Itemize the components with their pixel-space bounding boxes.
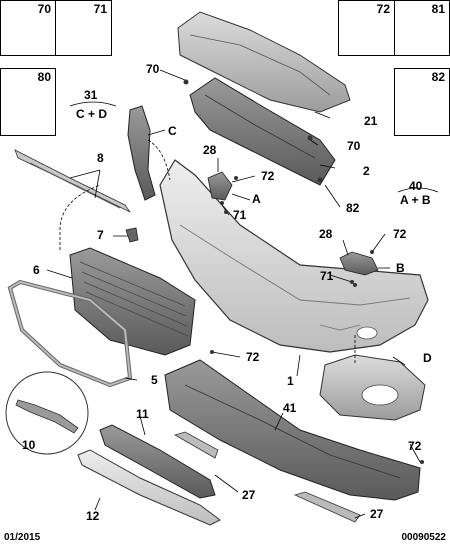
callout-72d: 72 [408,439,422,453]
lower-grille-part-11 [99,424,216,499]
footer-date: 01/2015 [4,532,41,543]
callout-71b: 71 [320,269,334,283]
callout-70: 70 [146,62,160,76]
callout-7: 7 [97,228,104,242]
callout-8: 8 [97,151,104,165]
callout-71: 71 [233,208,247,222]
part-number-70: 70 [37,2,51,16]
part-number-81: 81 [431,2,445,16]
callout-5: 5 [151,373,158,387]
callout-b: B [396,261,405,275]
callout-82: 82 [346,201,360,215]
callout-11: 11 [136,407,149,421]
callout-2: 2 [363,164,370,178]
part-box-82: 82 [394,68,450,136]
footer-reference: 00090522 [401,532,447,543]
chrome-strips-part-8 [14,149,131,213]
callout-21: 21 [364,114,378,128]
upper-cover-part-21 [177,11,351,113]
callout-40-sub: A + B [400,193,431,207]
clip-part-7 [125,227,139,243]
callout-72c: 72 [246,350,260,364]
bumper-shell-part-1 [159,159,429,353]
callout-31-sub: C + D [76,107,108,121]
part-box-70: 70 [0,0,56,56]
screw-markers [183,79,424,464]
part-box-81: 81 [394,0,450,56]
trim-strip-part-27b [293,491,361,523]
detail-circle-part-10 [5,371,89,455]
leader-lines [46,69,421,519]
trim-strip-part-27a [173,431,219,459]
callout-a: A [252,192,261,206]
callout-12: 12 [86,509,100,523]
grille-part-6 [69,247,196,356]
callout-72: 72 [261,169,275,183]
callout-28: 28 [203,143,217,157]
callout-41: 41 [283,401,297,415]
callout-6: 6 [33,263,40,277]
part-number-71: 71 [93,2,107,16]
part-number-82: 82 [431,70,445,84]
callout-c: C [168,124,177,138]
bracket-part-28a [207,171,233,201]
callout-1: 1 [287,374,294,388]
bracket-part-28b [339,251,379,276]
undertray-part-41 [164,359,421,501]
part-box-71: 71 [55,0,112,56]
callout-28b: 28 [319,227,333,241]
part-number-80: 80 [37,70,51,84]
callout-72b: 72 [393,227,407,241]
callout-10: 10 [22,438,36,452]
grille-frame-part-5 [7,279,133,388]
callout-70b: 70 [347,139,361,153]
callout-d: D [423,351,432,365]
crossmember-part-2 [189,77,336,186]
part-number-72: 72 [376,2,390,16]
lower-bracket-d [319,354,426,421]
callout-27b: 27 [370,507,384,521]
callout-27a: 27 [242,488,256,502]
callout-40: 40 [409,179,423,193]
lower-strip-part-12 [77,449,221,526]
group-brace-marks [69,101,439,193]
callout-31: 31 [84,88,98,102]
side-bracket-c [127,105,156,201]
part-box-72: 72 [338,0,395,56]
part-box-80: 80 [0,68,56,136]
